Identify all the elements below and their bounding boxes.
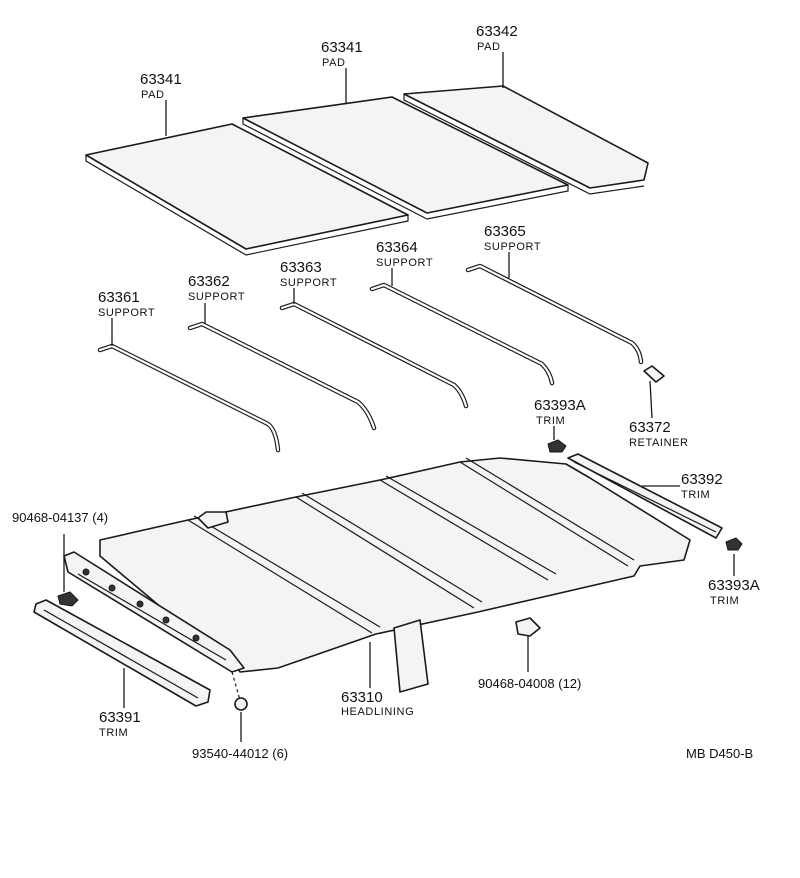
support-2-number: 63362 bbox=[188, 273, 230, 290]
clip-front-code: 90468-04137 (4) bbox=[12, 510, 108, 525]
retainer-number: 63372 bbox=[629, 419, 671, 436]
trim-front-name: TRIM bbox=[99, 727, 128, 739]
headlining-name: HEADLINING bbox=[341, 706, 414, 718]
pad-center-name: PAD bbox=[322, 57, 346, 69]
front-rail-shape bbox=[63, 551, 245, 701]
trim-front-number: 63391 bbox=[99, 709, 141, 726]
support-2-shape bbox=[187, 321, 377, 431]
support-4-number: 63364 bbox=[376, 239, 418, 256]
support-5-number: 63365 bbox=[484, 223, 526, 240]
support-5-name: SUPPORT bbox=[484, 241, 541, 253]
trim-clip-lower-name: TRIM bbox=[710, 595, 739, 607]
trim-clip-lower-number: 63393A bbox=[708, 577, 760, 594]
retainer-name: RETAINER bbox=[629, 437, 689, 449]
support-1-shape bbox=[97, 343, 281, 453]
trim-clip-upper-number: 63393A bbox=[534, 397, 586, 414]
pad-right-name: PAD bbox=[477, 41, 501, 53]
pad-center-number: 63341 bbox=[321, 39, 363, 56]
leader-lines bbox=[111, 52, 735, 708]
pad-right-number: 63342 bbox=[476, 23, 518, 40]
pad-left-name: PAD bbox=[141, 89, 165, 101]
support-4-shape bbox=[369, 282, 555, 386]
support-1-number: 63361 bbox=[98, 289, 140, 306]
support-1-name: SUPPORT bbox=[98, 307, 155, 319]
clip-rear-shape bbox=[515, 617, 541, 672]
trim-clip-lower-shape bbox=[725, 537, 743, 551]
trim-side-shape bbox=[567, 453, 723, 539]
trim-clip-upper-shape bbox=[547, 439, 567, 453]
pad-left-shape bbox=[85, 123, 409, 256]
diagram-ref: MB D450-B bbox=[686, 746, 753, 761]
pad-center-shape bbox=[242, 96, 569, 220]
support-5-shape bbox=[465, 263, 644, 365]
pad-left-number: 63341 bbox=[140, 71, 182, 88]
headlining-number: 63310 bbox=[341, 689, 383, 706]
support-3-name: SUPPORT bbox=[280, 277, 337, 289]
clip-rear-code: 90468-04008 (12) bbox=[478, 676, 581, 691]
retainer-shape bbox=[643, 365, 665, 419]
trim-side-number: 63392 bbox=[681, 471, 723, 488]
screw-code: 93540-44012 (6) bbox=[192, 746, 288, 761]
screw-shape bbox=[234, 697, 248, 742]
trim-front-shape bbox=[33, 599, 211, 707]
headlining-shape bbox=[99, 457, 691, 693]
clip-front-shape bbox=[57, 534, 79, 607]
support-3-shape bbox=[279, 301, 469, 409]
pad-right-shape bbox=[403, 85, 649, 195]
support-4-name: SUPPORT bbox=[376, 257, 433, 269]
trim-clip-upper-name: TRIM bbox=[536, 415, 565, 427]
support-3-number: 63363 bbox=[280, 259, 322, 276]
trim-side-name: TRIM bbox=[681, 489, 710, 501]
support-2-name: SUPPORT bbox=[188, 291, 245, 303]
